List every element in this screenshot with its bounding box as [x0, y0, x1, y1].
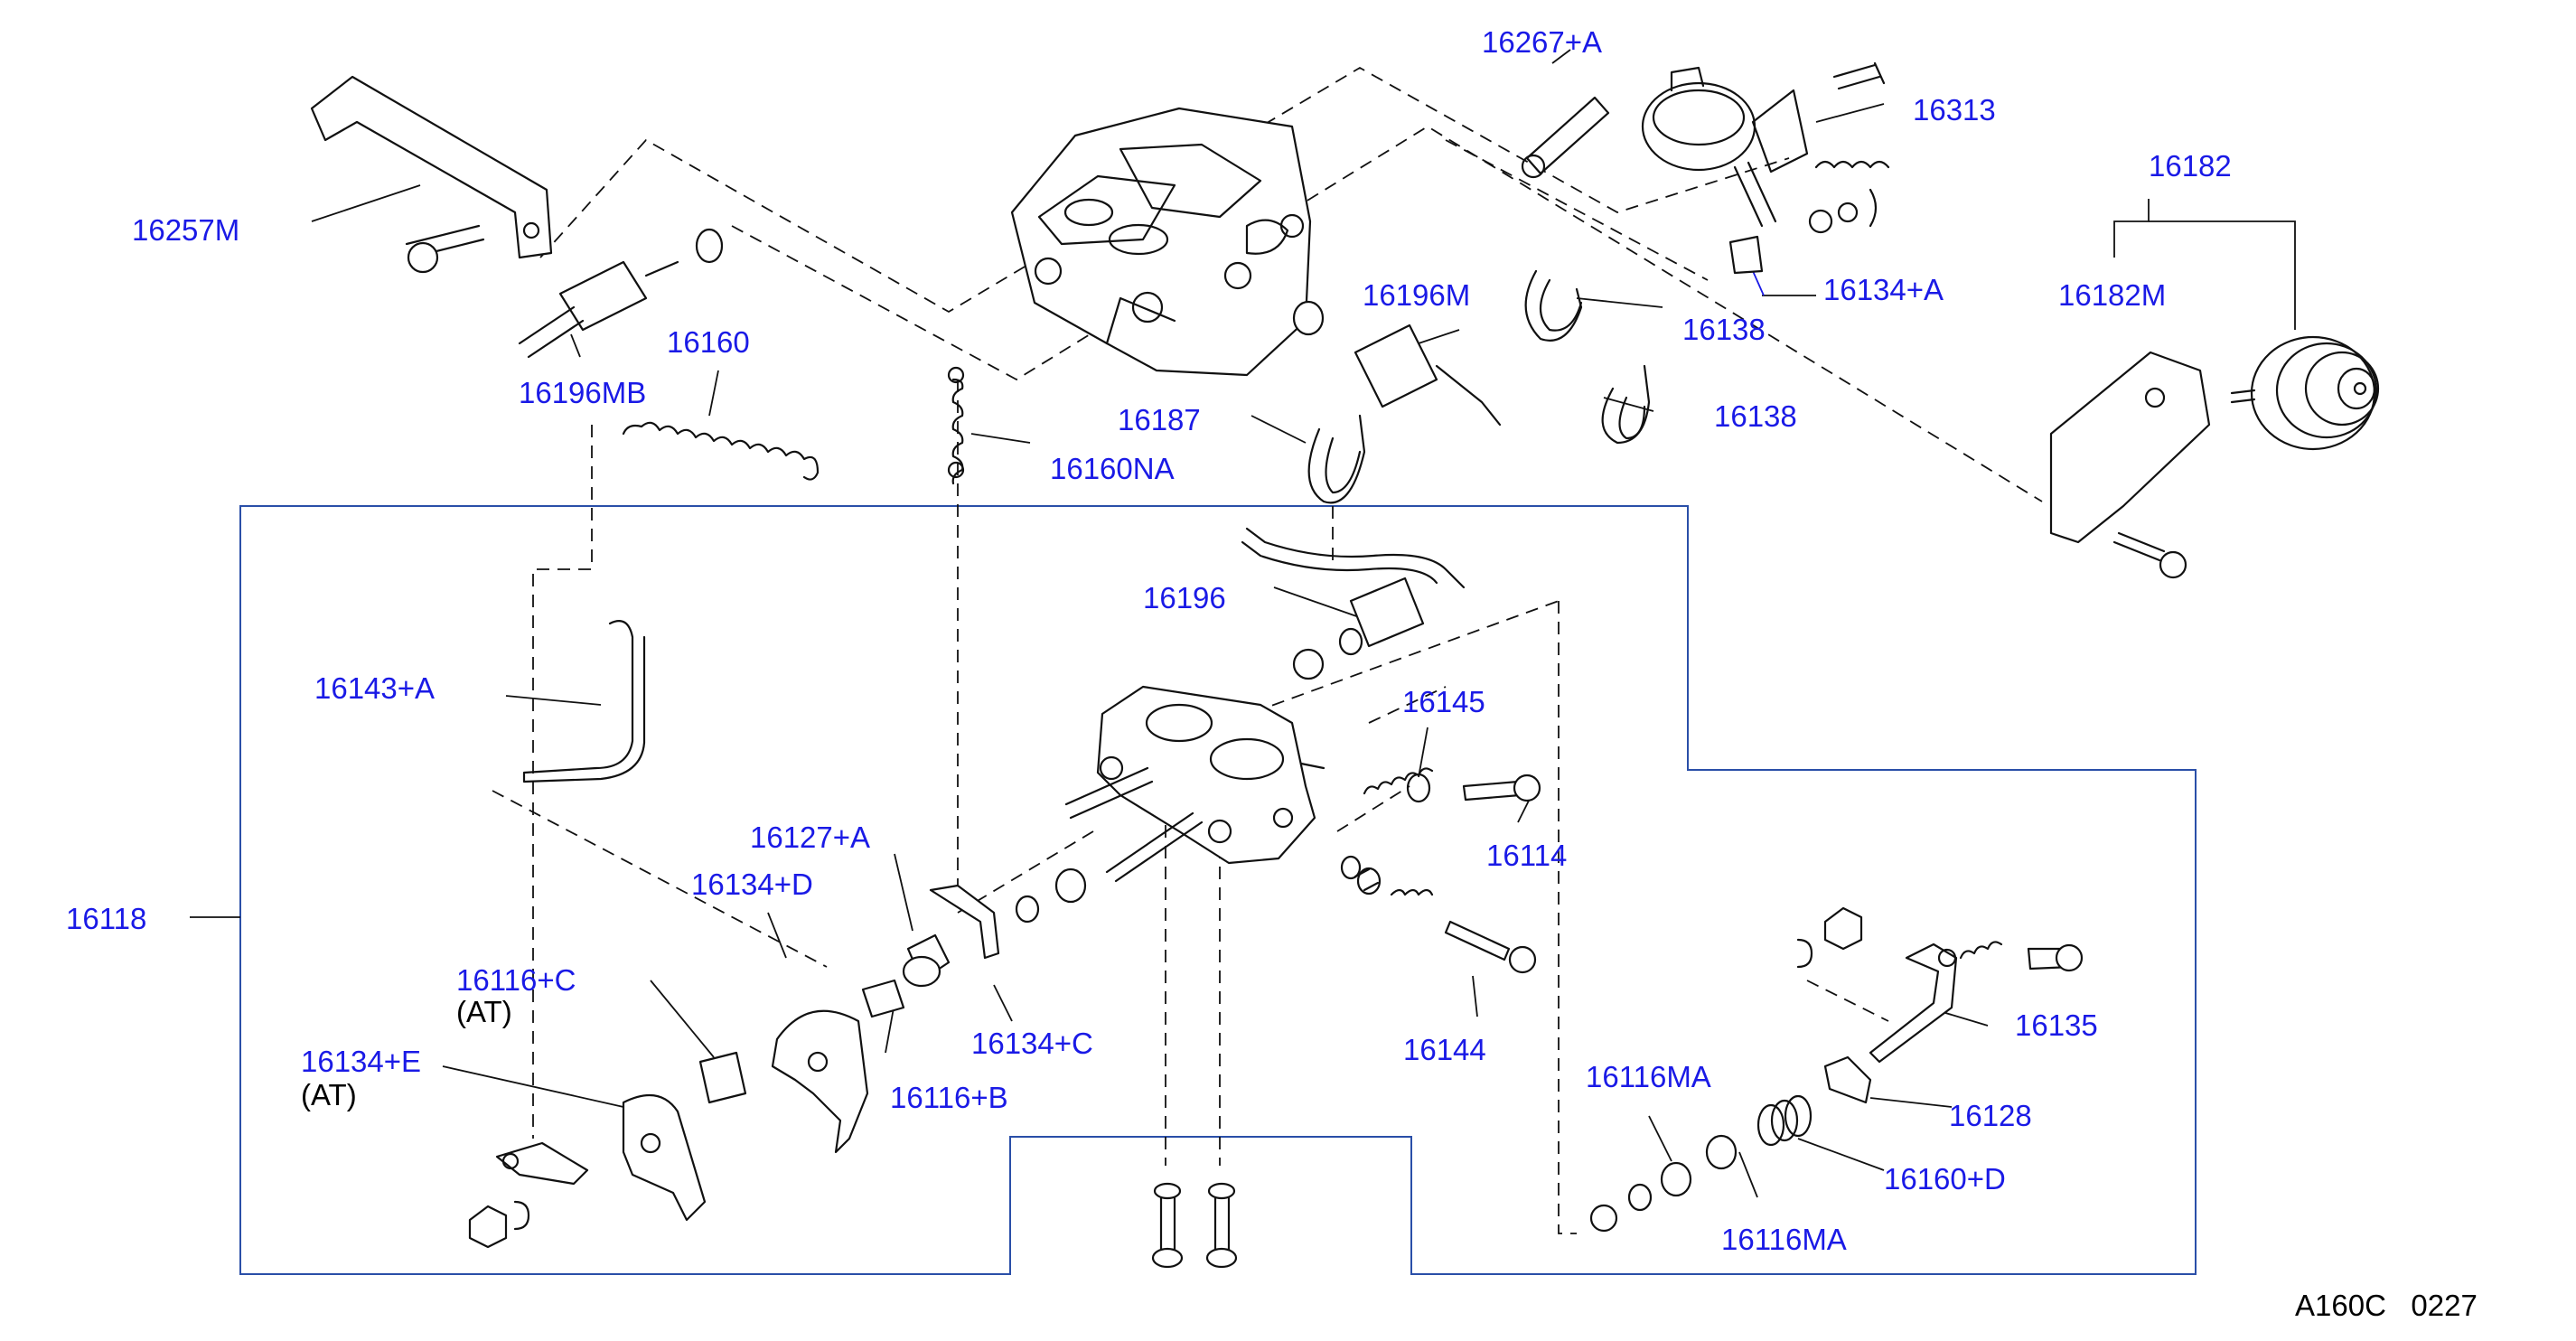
callout-16134D: 16134+D [691, 867, 813, 901]
callout-16160D: 16160+D [1884, 1162, 2006, 1196]
callout-16134E: 16134+E [301, 1045, 422, 1078]
callout-16160NA: 16160NA [1050, 452, 1175, 485]
bracket-16182M [2049, 351, 2211, 579]
diagram-code: A160C 0227 [2295, 1289, 2478, 1322]
actuator-16182 [2230, 335, 2380, 451]
callout-16118: 16118 [66, 902, 147, 935]
callout-16182M: 16182M [2058, 278, 2167, 312]
callout-16116B: 16116+B [890, 1081, 1008, 1114]
note-at-16116C: (AT) [456, 995, 512, 1028]
callout-16196: 16196 [1143, 581, 1226, 614]
callout-16182: 16182 [2149, 149, 2232, 183]
bracket-16134A [1728, 235, 1764, 275]
clip-16187 [1307, 414, 1366, 504]
callout-16196M: 16196M [1363, 278, 1471, 312]
callout-16116MA-lower: 16116MA [1721, 1223, 1847, 1256]
throttle-lever-16134D [771, 1009, 869, 1154]
callout-16160: 16160 [667, 325, 750, 359]
subassembly-frame [239, 505, 2197, 1275]
callout-16134C: 16134+C [971, 1027, 1093, 1060]
bush-16116C [698, 1051, 747, 1104]
solenoid-16196MB [518, 228, 724, 359]
clips-16138 [1524, 269, 1651, 445]
screw-16144 [1340, 855, 1537, 974]
spring-16145 [1363, 767, 1434, 803]
fast-idle-lever-16135 [1796, 906, 2084, 1064]
callout-16196MB: 16196MB [519, 376, 647, 409]
springs-16160 [622, 366, 965, 485]
nut-and-bracket [468, 1141, 589, 1249]
callout-16313: 16313 [1913, 93, 1996, 127]
screw-16114 [1462, 774, 1541, 802]
lever-16134E [622, 1093, 707, 1222]
mounting-bolts [1151, 1182, 1238, 1269]
callout-16127A: 16127+A [750, 821, 871, 854]
note-at-16134E: (AT) [301, 1078, 357, 1111]
callout-16128: 16128 [1949, 1099, 2032, 1132]
callout-16257M: 16257M [132, 213, 240, 247]
bracket-arm-16257M [310, 75, 553, 274]
callout-16116MA-upper: 16116MA [1586, 1060, 1711, 1093]
callout-16138-upper: 16138 [1682, 313, 1766, 346]
bush-16116B [861, 979, 905, 1018]
callout-16138-lower: 16138 [1714, 399, 1797, 433]
solenoid-16196 [1241, 527, 1466, 680]
callout-16116C: 16116+C [456, 963, 576, 997]
callout-16135: 16135 [2015, 1008, 2098, 1042]
solenoid-16196M [1292, 300, 1502, 427]
rod-16143A [522, 620, 646, 783]
callout-16187: 16187 [1118, 403, 1201, 436]
callout-16267A: 16267+A [1482, 25, 1603, 59]
diaphragm-actuator-16313 [1641, 61, 1890, 234]
bush-16116MA [1589, 1134, 1738, 1233]
linkage-16127A-16134C [902, 867, 1087, 988]
callout-16134A: 16134+A [1823, 273, 1944, 306]
callout-16143A: 16143+A [314, 671, 436, 705]
spring-16160D [1756, 1094, 1813, 1147]
lever-16128 [1823, 1055, 1872, 1104]
callout-16144: 16144 [1403, 1033, 1486, 1066]
carburetor-top-body [1010, 107, 1312, 377]
callout-16114: 16114 [1486, 839, 1568, 872]
hose-16267A [1521, 96, 1610, 179]
carburetor-bottom-body [1064, 685, 1325, 883]
leader-lines [190, 49, 2296, 1198]
callout-16145: 16145 [1402, 685, 1485, 718]
